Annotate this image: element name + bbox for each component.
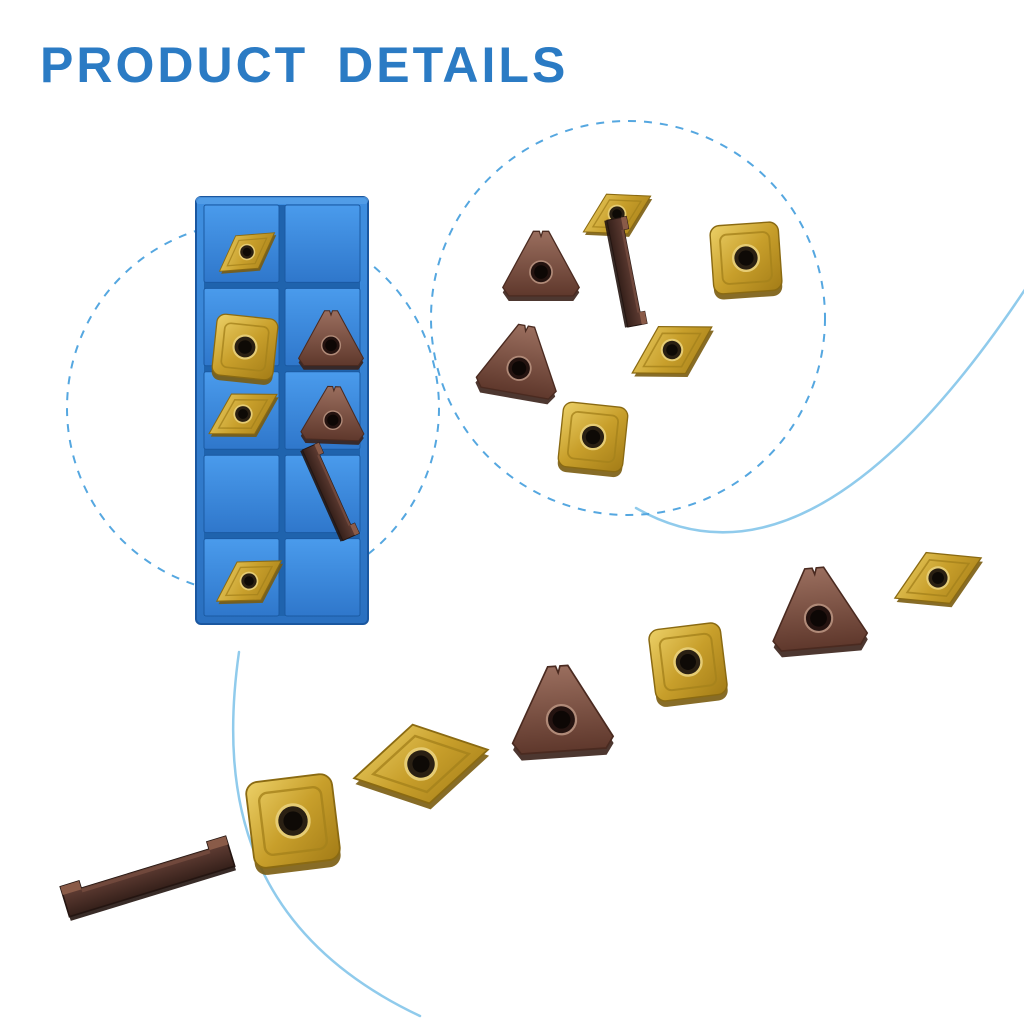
square-insert — [708, 220, 785, 302]
page-title: PRODUCT DETAILS — [40, 37, 569, 93]
curve-right — [634, 288, 1024, 534]
storage-box-rim — [196, 197, 368, 204]
zoom-circles — [66, 120, 826, 595]
detail-circle-right — [430, 120, 826, 516]
triangle-insert — [501, 230, 581, 302]
square-insert — [646, 620, 731, 710]
triangle-insert — [472, 317, 568, 407]
triangle-insert — [506, 661, 616, 763]
groove-insert — [59, 835, 237, 922]
diamond-insert — [344, 708, 499, 826]
square-insert — [243, 771, 344, 878]
square-insert — [555, 400, 630, 480]
box-compartment — [284, 204, 361, 283]
triangle-insert — [766, 562, 870, 660]
diamond-insert — [881, 531, 996, 629]
inserts-loose-closeup — [472, 175, 785, 480]
box-compartment — [203, 454, 280, 534]
square-insert — [209, 312, 280, 387]
box-compartment — [284, 538, 361, 617]
